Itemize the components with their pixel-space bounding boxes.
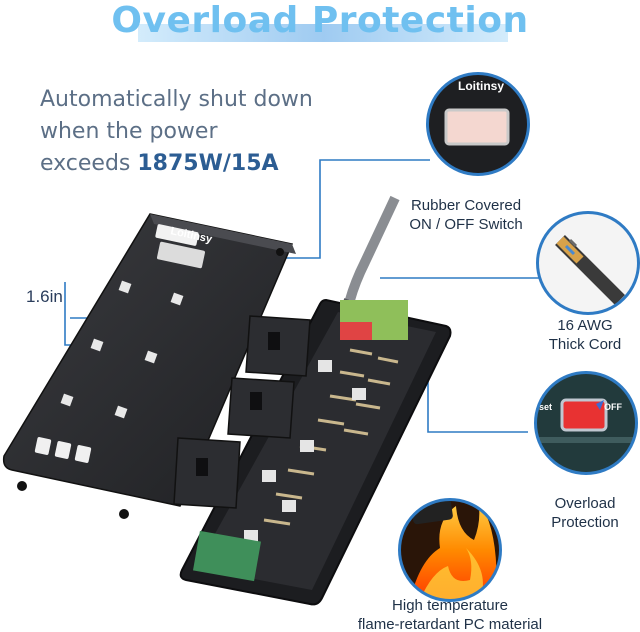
switch-feature-line-2: ON / OFF Switch (409, 216, 523, 233)
switch-feature-label: Rubber Covered ON / OFF Switch (404, 196, 528, 234)
power-switch-icon (157, 241, 205, 269)
protection-feature-line-2: Protection (551, 514, 619, 531)
usb-ports (34, 437, 92, 463)
protection-closeup-ring (534, 371, 638, 475)
outlet-icon (114, 405, 128, 419)
material-closeup-ring (398, 498, 502, 602)
measurement-label: 1.6in (26, 287, 63, 306)
protection-feature-label: Overload Protection (530, 494, 640, 532)
screw-tab (276, 248, 284, 256)
usb-port-icon (74, 445, 92, 463)
intro-text: Automatically shut down when the power e… (40, 84, 313, 180)
outlet-icons (60, 280, 184, 419)
cord-feature-label: 16 AWG Thick Cord (530, 316, 640, 354)
material-feature-line-2: flame-retardant PC material (357, 616, 543, 632)
outlet-icon (170, 292, 184, 306)
power-strip-exploded (173, 298, 452, 606)
intro-line-2: when the power (40, 119, 218, 144)
headline-highlight (138, 24, 508, 42)
power-limit-value: 1875W/15A (137, 151, 279, 176)
socket-slots (196, 332, 280, 476)
power-cord-icon (345, 195, 400, 302)
intro-line-3-prefix: exceeds (40, 151, 138, 176)
cord-closeup-ring (536, 211, 640, 315)
usb-circuit-board (192, 530, 262, 582)
cord-feature-line-1: 16 AWG (557, 317, 613, 334)
protection-feature-line-1: Overload (554, 495, 616, 512)
usb-port-icon (34, 437, 52, 455)
switch-feature-line-1: Rubber Covered (410, 197, 522, 214)
power-strip-assembled: Loitinsy (2, 213, 296, 519)
cord-feature-line-2: Thick Cord (548, 336, 622, 353)
screw-tab (119, 509, 129, 519)
brand-plate (155, 224, 199, 246)
headline: Overload Protection (111, 0, 529, 41)
power-switch-icon (340, 322, 372, 340)
outlet-icon (144, 350, 158, 364)
material-feature-line-1: High temperature (392, 597, 508, 614)
outlet-icon (118, 280, 132, 294)
terminal-blocks (244, 360, 366, 542)
outlet-icon (90, 338, 104, 352)
switch-closeup-ring (426, 72, 530, 176)
intro-line-3: exceeds 1875W/15A (40, 148, 313, 180)
usb-port-icon (54, 441, 72, 459)
outlet-icon (60, 393, 74, 407)
material-feature-label: High temperature flame-retardant PC mate… (340, 596, 560, 632)
intro-line-1: Automatically shut down (40, 87, 313, 112)
screw-tab (17, 481, 27, 491)
